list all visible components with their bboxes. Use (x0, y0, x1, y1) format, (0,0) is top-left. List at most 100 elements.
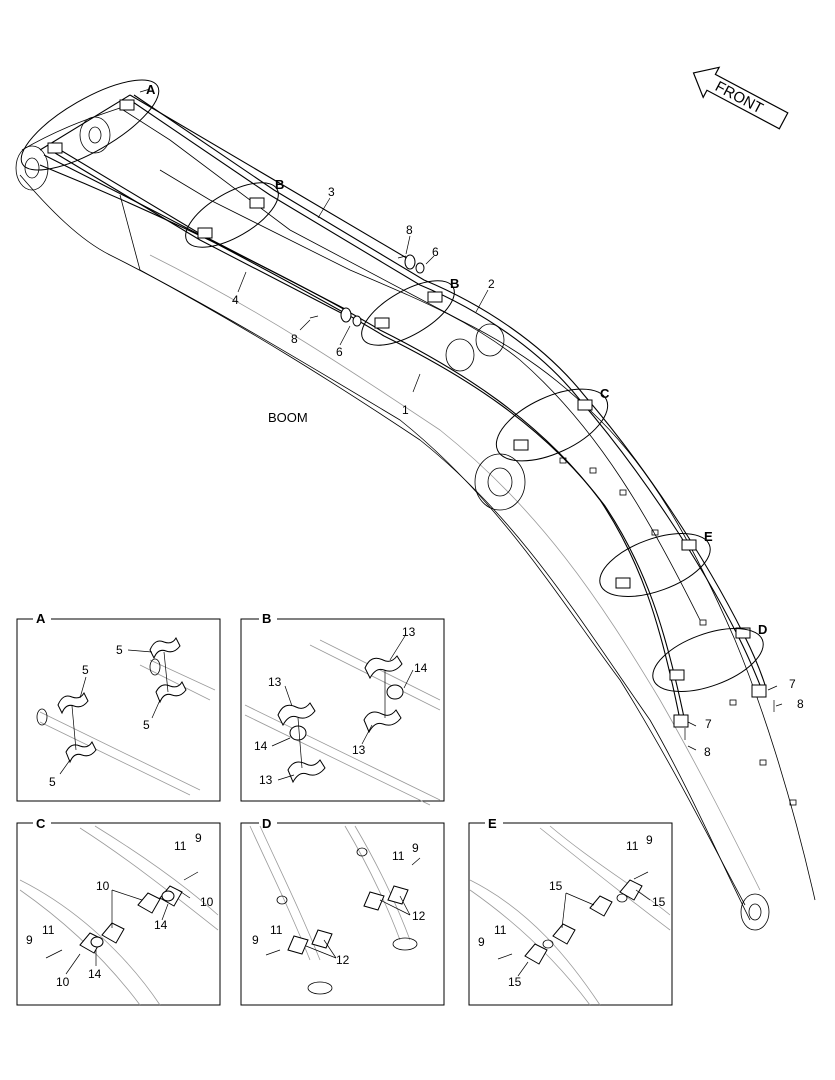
boom-bottom-edge (19, 174, 746, 906)
clamp-b3 (364, 655, 403, 680)
clamp-e3 (589, 895, 613, 917)
detail-a-frame (16, 618, 221, 802)
detail-d-label-2: 11 (392, 849, 405, 863)
detail-e-frame (468, 822, 673, 1006)
detail-b-label-5: 14 (254, 739, 268, 753)
detail-e-title: E (488, 816, 497, 831)
cylinder-boss-pin (487, 467, 513, 497)
callout-b-right: B (450, 276, 459, 291)
boom-nose-boss (740, 893, 770, 931)
boom-top-edge (21, 107, 816, 901)
clamp-d4 (387, 885, 409, 905)
detail-a-pipe-front (39, 711, 201, 796)
callout-d: D (758, 622, 767, 637)
clamp-d2 (311, 929, 333, 949)
fittings (340, 254, 767, 728)
detail-c-label-4: 10 (200, 895, 214, 909)
part-label-7-left: 7 (705, 717, 712, 731)
callout-ellipse-b-right (361, 280, 455, 346)
detail-d-label-1: 9 (412, 841, 419, 855)
boom-foot-boss (15, 145, 49, 191)
bushing-b2 (386, 684, 404, 700)
detail-c: C 9 11 10 10 14 9 11 10 14 (16, 816, 221, 1006)
part-label-8-right: 8 (797, 697, 804, 711)
detail-e-label-5: 9 (478, 935, 485, 949)
callout-a: A (146, 82, 156, 97)
callout-e: E (704, 529, 713, 544)
bolts (309, 255, 775, 740)
detail-b-label-1: 13 (402, 625, 416, 639)
detail-b-label-4: 13 (268, 675, 282, 689)
part-label-1: 1 (402, 403, 409, 417)
boom-foot-pin (24, 157, 40, 179)
detail-b: B 13 14 13 13 14 13 (240, 611, 445, 806)
front-arrow-shape (692, 66, 789, 130)
boom-foot-pin-2 (88, 126, 102, 144)
pipe-1 (39, 94, 681, 721)
bushing-c1 (90, 936, 104, 948)
detail-d-label-6: 12 (336, 953, 350, 967)
pipe-1b (43, 154, 686, 723)
clamp-e1 (524, 943, 548, 965)
boom-side-edge (119, 194, 751, 921)
upper-boss-2 (445, 338, 475, 372)
detail-c-label-1: 9 (195, 831, 202, 845)
front-arrow: FRONT (692, 66, 789, 130)
detail-b-frame (240, 618, 445, 802)
detail-a: A 5 5 5 5 (16, 611, 221, 802)
detail-c-label-8: 10 (56, 975, 70, 989)
part-label-3: 3 (328, 185, 335, 199)
detail-c-label-5: 14 (154, 918, 168, 932)
detail-c-frame (16, 822, 221, 1006)
detail-b-label-2: 14 (414, 661, 428, 675)
part-label-6-lower: 6 (336, 345, 343, 359)
part-label-7-right: 7 (789, 677, 796, 691)
detail-d-label-5: 11 (270, 923, 283, 937)
detail-c-label-9: 14 (88, 967, 102, 981)
clamp-e2 (552, 923, 576, 945)
detail-a-pipe-back (139, 659, 216, 701)
pipe-2 (129, 99, 763, 691)
part-label-4: 4 (232, 293, 239, 307)
boom-side-marks (559, 457, 797, 806)
clamp-d3 (363, 891, 385, 911)
boom-label: BOOM (268, 410, 308, 425)
detail-b-label-6: 13 (259, 773, 273, 787)
bushing-c2 (161, 890, 175, 902)
clamp-d1 (287, 935, 309, 955)
clamps (47, 99, 751, 681)
detail-b-title: B (262, 611, 271, 626)
detail-d-label-4: 9 (252, 933, 259, 947)
detail-d-title: D (262, 816, 271, 831)
clamp-b4 (363, 709, 402, 734)
detail-c-title: C (36, 816, 46, 831)
detail-e-label-3: 15 (549, 879, 563, 893)
detail-e-pipe-back (539, 825, 671, 931)
callout-ellipse-c (495, 388, 609, 462)
cylinder-boss (474, 453, 526, 511)
clamp-a3 (149, 636, 181, 660)
detail-a-label-1: 5 (82, 663, 89, 677)
pipe-4 (49, 149, 346, 316)
boom-web-line (149, 254, 761, 891)
part-label-8-upper: 8 (406, 223, 413, 237)
callout-b-left: B (275, 177, 284, 192)
boom-illustration: A B B C E D 3 2 1 4 8 6 8 6 7 8 7 8 BOOM (15, 79, 816, 931)
callout-c: C (600, 386, 610, 401)
part-label-8-left: 8 (704, 745, 711, 759)
detail-a-title: A (36, 611, 46, 626)
clamp-b1 (277, 702, 316, 727)
callout-ellipse-b-left (185, 182, 279, 248)
detail-e-label-1: 9 (646, 833, 653, 847)
clamp-a1 (57, 691, 89, 715)
detail-e-label-2: 11 (626, 839, 639, 853)
callout-ellipse-d (652, 628, 764, 692)
callout-ellipse-e (599, 533, 711, 597)
detail-b-pipe-front (244, 704, 441, 806)
detail-d: D 9 11 12 9 11 12 (240, 816, 445, 1006)
detail-a-label-2: 5 (49, 775, 56, 789)
detail-e-label-7: 15 (508, 975, 522, 989)
detail-b-pipe-back (309, 639, 441, 711)
clamp-c2 (101, 922, 125, 944)
